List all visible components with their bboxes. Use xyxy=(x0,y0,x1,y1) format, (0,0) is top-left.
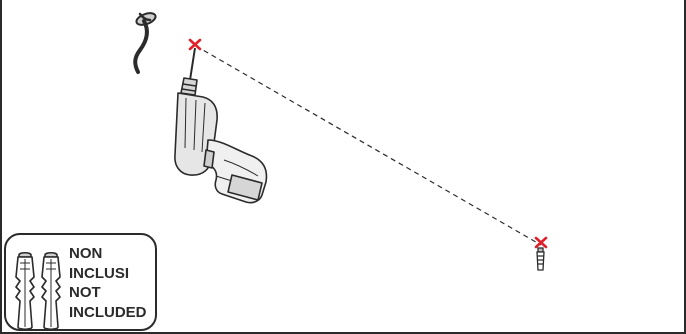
notice-line-included: INCLUDED xyxy=(69,303,147,321)
wall-plugs-icon xyxy=(15,251,61,329)
power-cable-icon xyxy=(133,12,157,74)
dashed-guide-line xyxy=(195,45,542,246)
notice-line-inclusi: INCLUSI xyxy=(69,264,129,282)
not-included-label: NON INCLUSI NOT INCLUDED xyxy=(69,244,147,322)
drill-point-x-icon xyxy=(188,38,202,51)
not-included-notice: NON INCLUSI NOT INCLUDED xyxy=(4,233,157,331)
notice-line-non: NON xyxy=(69,245,103,262)
notice-line-not: NOT xyxy=(69,284,101,301)
drill-point-x-icon-bottom xyxy=(534,236,548,249)
drill-icon xyxy=(174,47,268,204)
wall-plug-icon xyxy=(536,247,545,271)
